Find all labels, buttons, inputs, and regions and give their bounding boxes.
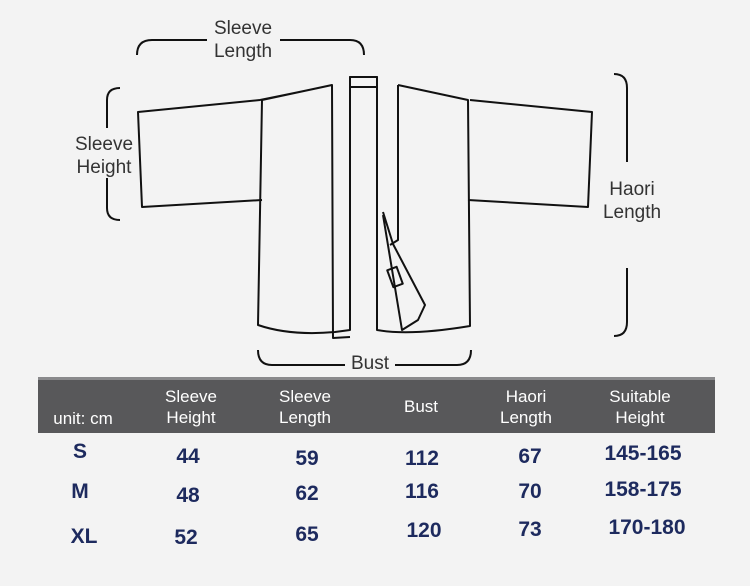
- sleeve-height-bracket: [106, 87, 121, 221]
- size-cell: S: [72, 440, 87, 463]
- haori-length-label: Haori Length: [602, 179, 662, 223]
- inner-lapel: [382, 211, 426, 331]
- haori-diagram: [106, 39, 628, 366]
- right-sleeve: [467, 99, 593, 208]
- value-cell: 48: [176, 484, 200, 507]
- value-cell: 67: [518, 445, 542, 468]
- sleeve-length-label: Sleeve Length: [213, 18, 273, 62]
- lapel-tab: [386, 265, 404, 289]
- value-cell: 59: [295, 447, 319, 470]
- bust-bracket: [257, 349, 472, 366]
- left-sleeve: [137, 99, 263, 208]
- value-cell: 116: [405, 480, 439, 503]
- sleeve-length-bracket: [136, 39, 365, 56]
- haori-length-bracket: [613, 73, 628, 337]
- header-sleeve-height: Sleeve Height: [165, 386, 217, 427]
- value-cell: 73: [518, 518, 542, 541]
- size-table-header: unit: cm Sleeve Height Sleeve Length Bus…: [38, 377, 715, 433]
- body-outline: [257, 76, 471, 335]
- table-row: XL 52 65 120 73 170-180: [0, 516, 750, 553]
- unit-label: unit: cm: [53, 409, 113, 428]
- collar-top: [349, 76, 378, 88]
- sleeve-height-label: Sleeve Height: [74, 134, 134, 178]
- table-row: S 44 59 112 67 145-165: [0, 440, 750, 470]
- bust-label: Bust: [350, 353, 390, 374]
- value-cell: 145-165: [604, 442, 682, 465]
- collar-left: [331, 84, 351, 339]
- value-cell: 70: [518, 480, 542, 503]
- size-cell: XL: [70, 525, 98, 548]
- value-cell: 44: [176, 445, 200, 468]
- header-bust: Bust: [403, 397, 439, 416]
- value-cell: 52: [174, 526, 198, 549]
- value-cell: 62: [295, 482, 319, 505]
- header-sleeve-length: Sleeve Length: [279, 386, 331, 427]
- header-haori-length: Haori Length: [500, 386, 552, 427]
- value-cell: 120: [406, 519, 442, 542]
- value-cell: 170-180: [608, 516, 686, 539]
- table-row: M 48 62 116 70 158-175: [0, 478, 750, 510]
- collar-right: [389, 85, 399, 246]
- value-cell: 158-175: [604, 478, 682, 501]
- value-cell: 112: [405, 447, 439, 470]
- value-cell: 65: [295, 523, 319, 546]
- size-cell: M: [71, 480, 89, 503]
- header-suitable-height: Suitable Height: [609, 386, 671, 427]
